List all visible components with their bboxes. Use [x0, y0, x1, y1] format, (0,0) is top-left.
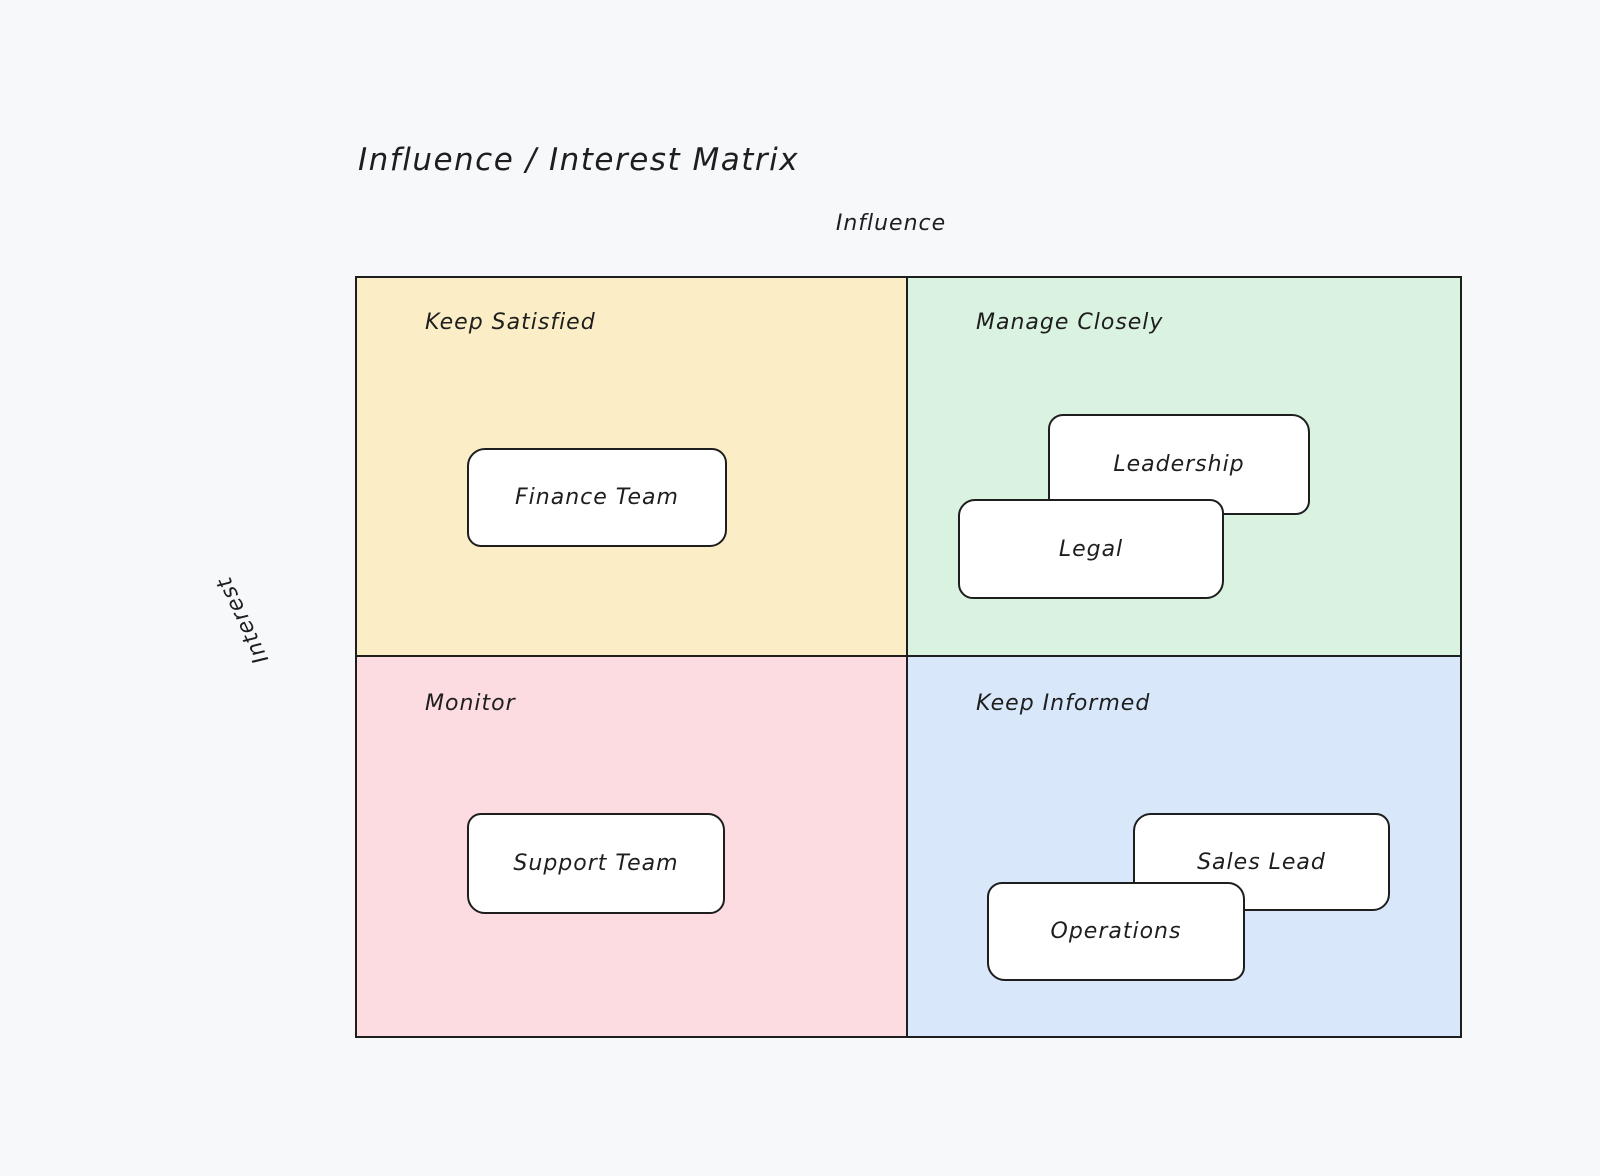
y-axis-label: Interest: [211, 572, 275, 668]
stakeholder-card-operations[interactable]: Operations: [987, 882, 1245, 981]
quadrant-label-keep-satisfied: Keep Satisfied: [425, 310, 596, 335]
quadrant-matrix: Keep Satisfied Manage Closely Monitor Ke…: [355, 276, 1462, 1038]
diagram-title: Influence / Interest Matrix: [358, 142, 800, 178]
quadrant-label-monitor: Monitor: [425, 691, 516, 716]
stakeholder-card-finance-team[interactable]: Finance Team: [467, 448, 727, 547]
x-axis-label: Influence: [835, 211, 947, 236]
stakeholder-card-support-team[interactable]: Support Team: [467, 813, 725, 914]
stakeholder-card-legal[interactable]: Legal: [958, 499, 1224, 599]
quadrant-label-keep-informed: Keep Informed: [976, 691, 1151, 716]
stakeholder-card-leadership[interactable]: Leadership: [1048, 414, 1310, 515]
quadrant-label-manage-closely: Manage Closely: [976, 310, 1164, 335]
